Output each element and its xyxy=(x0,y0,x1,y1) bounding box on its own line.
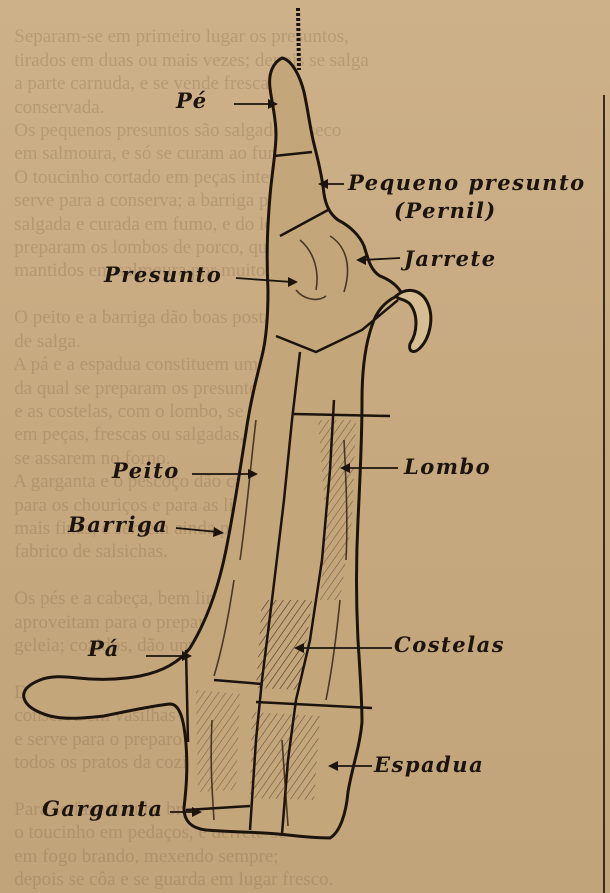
label-pequeno-presunto: Pequeno presunto xyxy=(348,170,586,195)
label-lombo: Lombo xyxy=(404,454,491,479)
label-costelas: Costelas xyxy=(394,632,505,657)
label-presunto: Presunto xyxy=(104,262,222,287)
label-garganta: Garganta xyxy=(42,796,163,821)
arrowhead-barriga xyxy=(213,527,224,537)
label-pernil: (Pernil) xyxy=(394,198,497,223)
label-espadua: Espadua xyxy=(374,752,484,777)
label-pa: Pá xyxy=(88,636,120,661)
label-jarrete: Jarrete xyxy=(404,246,497,271)
label-peito: Peito xyxy=(112,458,180,483)
label-barriga: Barriga xyxy=(68,512,168,537)
hanging-rope xyxy=(298,8,299,70)
pointer-barriga xyxy=(176,528,218,532)
label-pe: Pé xyxy=(176,88,208,113)
hock-hook xyxy=(396,290,431,351)
